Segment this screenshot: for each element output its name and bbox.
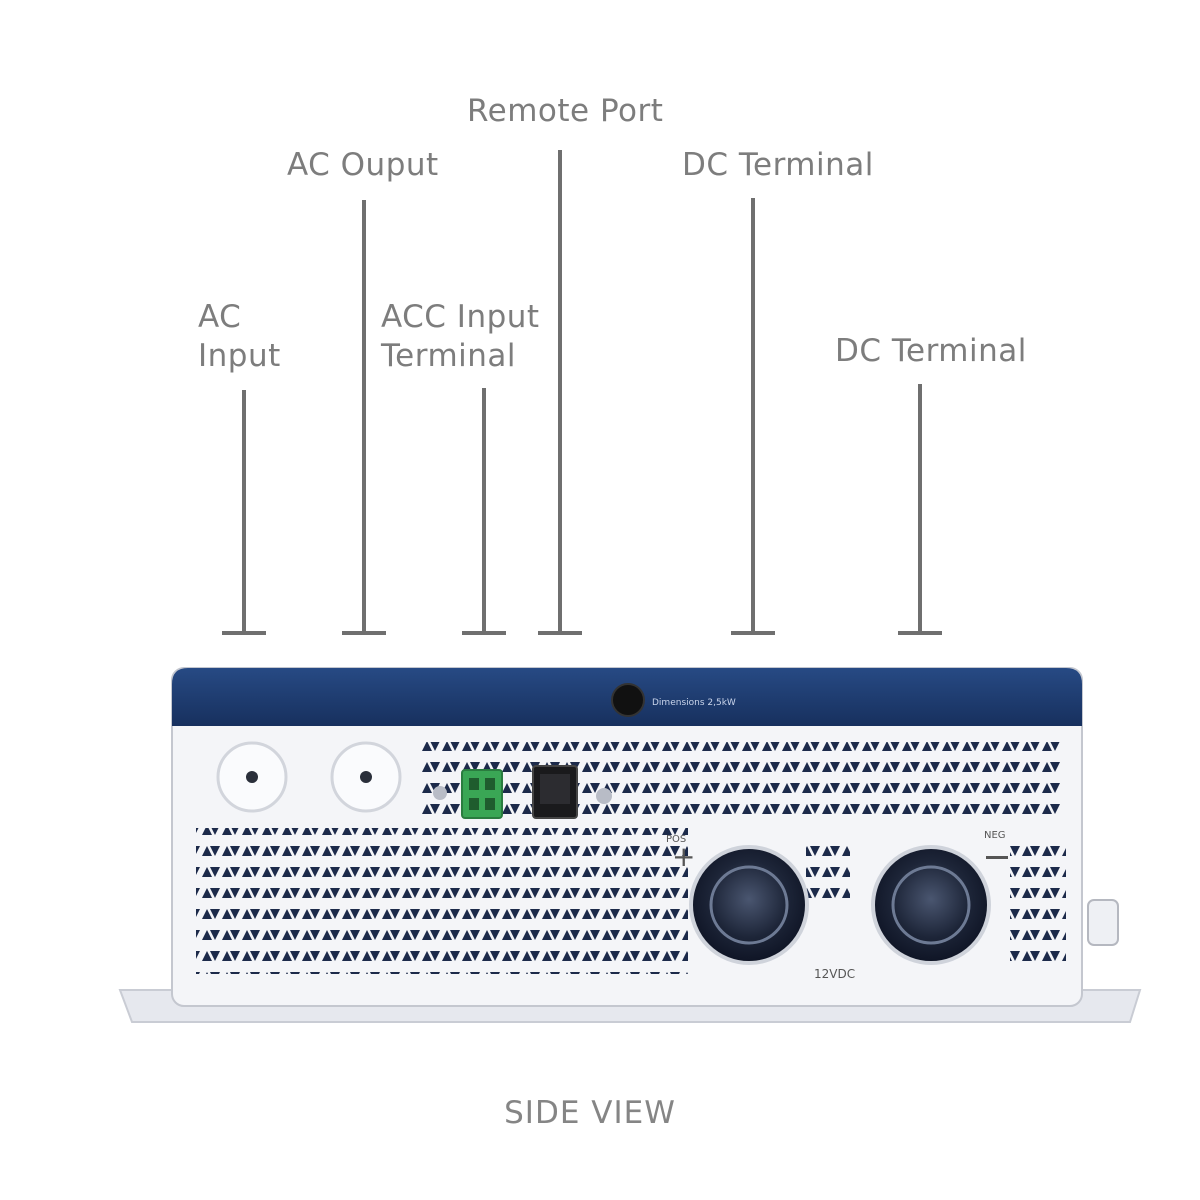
side-bracket [1088,900,1118,945]
voltage-label: 12VDC [814,967,855,981]
minus-symbol [986,856,1008,859]
dc-terminal-negative [873,847,989,963]
brand-text: Dimensions 2,5kW [652,698,736,708]
vent-bottom-mid [806,846,850,898]
side-view-caption: SIDE VIEW [0,1095,1180,1131]
brand-knob [612,684,644,716]
vent-bottom-right [1010,846,1066,968]
neg-label: NEG [984,830,1006,841]
acc-input-terminal-block [462,770,502,818]
dc-terminal-positive [691,847,807,963]
vent-bottom-left [196,828,688,974]
plus-symbol: + [672,840,695,873]
vent-top [422,742,1062,818]
